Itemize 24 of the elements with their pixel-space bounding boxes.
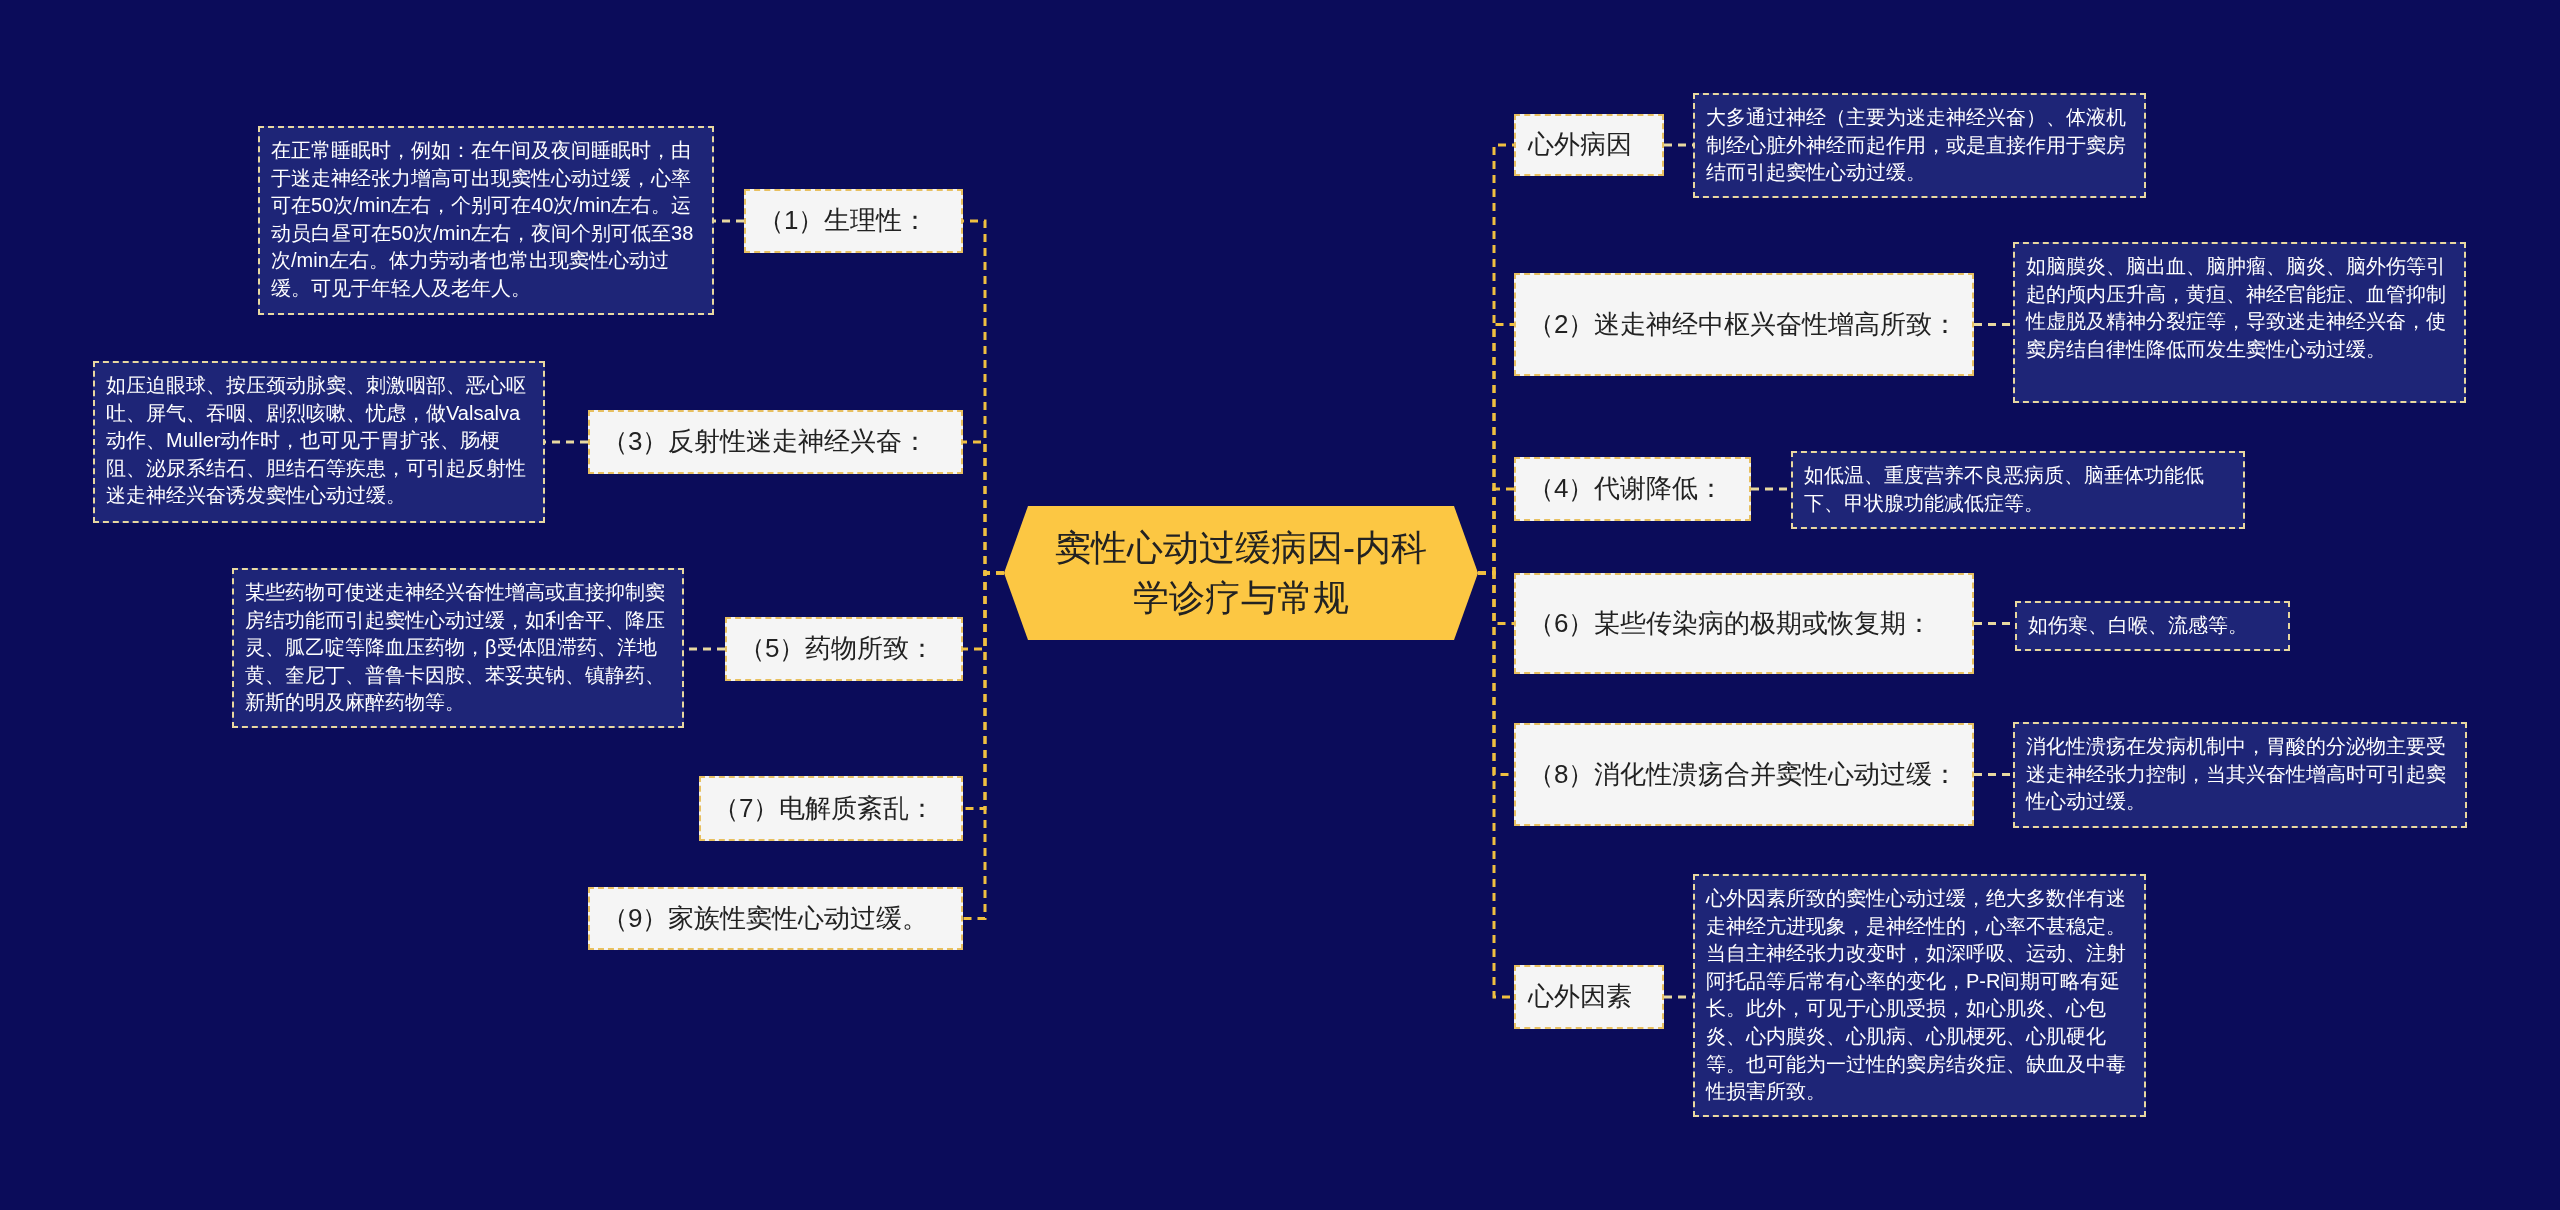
- note-box: 如低温、重度营养不良恶病质、脑垂体功能低下、甲状腺功能减低症等。: [1791, 451, 2245, 529]
- connector-line: [1974, 773, 2013, 776]
- topic-box: （7）电解质紊乱：: [699, 776, 963, 841]
- topic-box: （2）迷走神经中枢兴奋性增高所致：: [1514, 273, 1974, 376]
- topic-box: （4）代谢降低：: [1514, 457, 1751, 521]
- topic-hexagon: 窦性心动过缓病因-内科学诊疗与常规: [1004, 506, 1478, 640]
- note-box: 大多通过神经（主要为迷走神经兴奋）、体液机制经心脏外神经而起作用，或是直接作用于窦房结而引起窦性心动过缓。: [1693, 93, 2146, 198]
- note-box: 在正常睡眠时，例如：在午间及夜间睡眠时，由于迷走神经张力增高可出现窦性心动过缓，心率可在50次/min左右，个别可在40次/min左右。运动员白昼可在50次/min左右，夜间个别可低至38次/min左右。体力劳动者也常出现窦性心动过缓。可见于年轻人及老年人。: [258, 126, 714, 315]
- topic-box: （1）生理性：: [744, 189, 963, 253]
- connector-line: [963, 571, 1004, 920]
- note-box: 某些药物可使迷走神经兴奋性增高或直接抑制窦房结功能而引起窦性心动过缓，如利舍平、降压灵、胍乙啶等降血压药物，β受体阻滞药、洋地黄、奎尼丁、普鲁卡因胺、苯妥英钠、镇静药、新斯的明及麻醉药物等。: [232, 568, 684, 728]
- topic-box: （5）药物所致：: [725, 617, 963, 681]
- topic-box: （6）某些传染病的极期或恢复期：: [1514, 573, 1974, 674]
- note-box: 如压迫眼球、按压颈动脉窦、刺激咽部、恶心呕吐、屏气、吞咽、剧烈咳嗽、忧虑，做Valsalva动作、Muller动作时，也可见于胃扩张、肠梗阻、泌尿系结石、胆结石等疾患，可引起反射性迷走神经兴奋诱发窦性心动过缓。: [93, 361, 545, 523]
- note-box: 消化性溃疡在发病机制中，胃酸的分泌物主要受迷走神经张力控制，当其兴奋性增高时可引起窦性心动过缓。: [2013, 722, 2467, 828]
- topic-box: 心外病因: [1514, 114, 1664, 176]
- topic-box: 心外因素: [1514, 965, 1664, 1029]
- topic-box: （8）消化性溃疡合并窦性心动过缓：: [1514, 723, 1974, 826]
- topic-box: （9）家族性窦性心动过缓。: [588, 887, 963, 950]
- connector-line: [1974, 323, 2013, 326]
- note-box: 心外因素所致的窦性心动过缓，绝大多数伴有迷走神经亢进现象，是神经性的，心率不甚稳定。当自主神经张力改变时，如深呼吸、运动、注射阿托品等后常有心率的变化，P-R间期可略有延长。此外，可见于心肌受损，如心肌炎、心包炎、心内膜炎、心肌病、心肌梗死、心肌硬化等。也可能为一过性的窦房结炎症、缺血及中毒性损害所致。: [1693, 874, 2146, 1117]
- topic-box: （3）反射性迷走神经兴奋：: [588, 410, 963, 474]
- note-box: 如脑膜炎、脑出血、脑肿瘤、脑炎、脑外伤等引起的颅内压升高，黄疸、神经官能症、血管抑制性虚脱及精神分裂症等，导致迷走神经兴奋，使窦房结自律性降低而发生窦性心动过缓。: [2013, 242, 2466, 403]
- note-box: 如伤寒、白喉、流感等。: [2015, 601, 2290, 651]
